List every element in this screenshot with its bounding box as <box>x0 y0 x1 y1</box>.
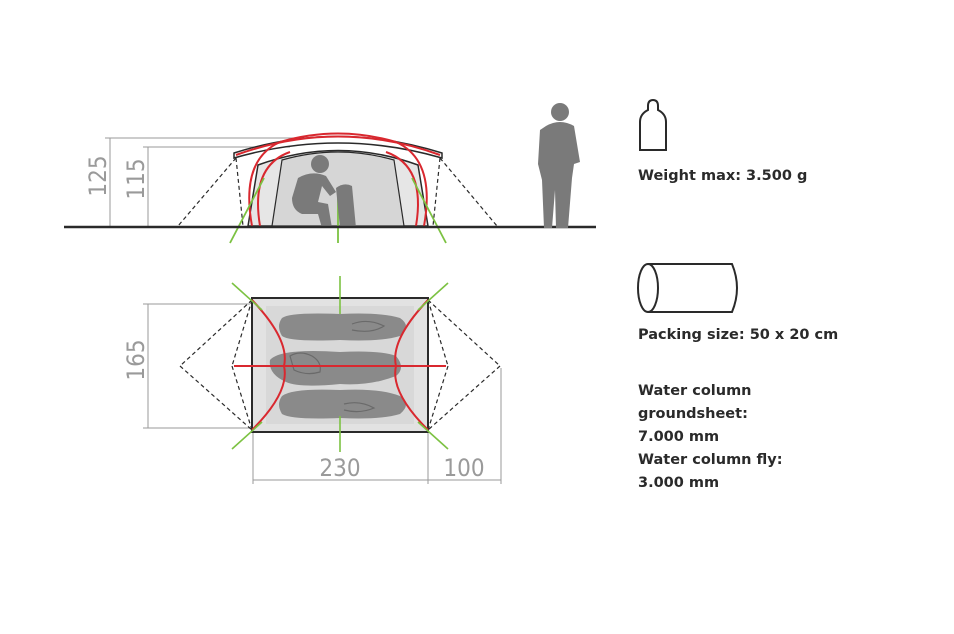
water-column-fly-label: Water column fly: <box>638 452 783 468</box>
length-label: 230 <box>319 454 360 482</box>
water-column-fly-value: 3.000 mm <box>638 475 720 491</box>
water-column-groundsheet-label-1: Water column <box>638 383 752 399</box>
height-outer-label: 125 <box>84 155 112 196</box>
top-dimension-lines <box>143 303 502 484</box>
standing-person-icon <box>538 103 580 228</box>
top-pegs <box>231 276 449 452</box>
water-column-spec: Water column groundsheet: 7.000 mm Water… <box>638 380 783 495</box>
side-guylines <box>177 157 498 227</box>
vestibule-label: 100 <box>443 454 484 482</box>
packing-roll-icon <box>637 263 738 313</box>
packing-spec: Packing size: 50 x 20 cm <box>638 327 839 343</box>
sleeping-persons-icon <box>269 313 406 419</box>
water-column-groundsheet-label-2: groundsheet: <box>638 406 748 422</box>
width-label: 165 <box>122 339 150 380</box>
water-column-groundsheet-value: 7.000 mm <box>638 429 720 445</box>
sleeping-bag-outlines <box>289 320 386 413</box>
weight-spec: Weight max: 3.500 g <box>638 168 808 184</box>
top-poles <box>234 299 446 431</box>
height-inner-label: 115 <box>122 158 150 199</box>
weight-icon <box>639 98 667 151</box>
crouching-person-icon <box>292 155 356 228</box>
top-view: 165 230 100 <box>122 276 502 484</box>
top-guylines <box>179 299 501 431</box>
side-poles <box>235 132 441 227</box>
side-view: 125 115 <box>64 103 596 244</box>
